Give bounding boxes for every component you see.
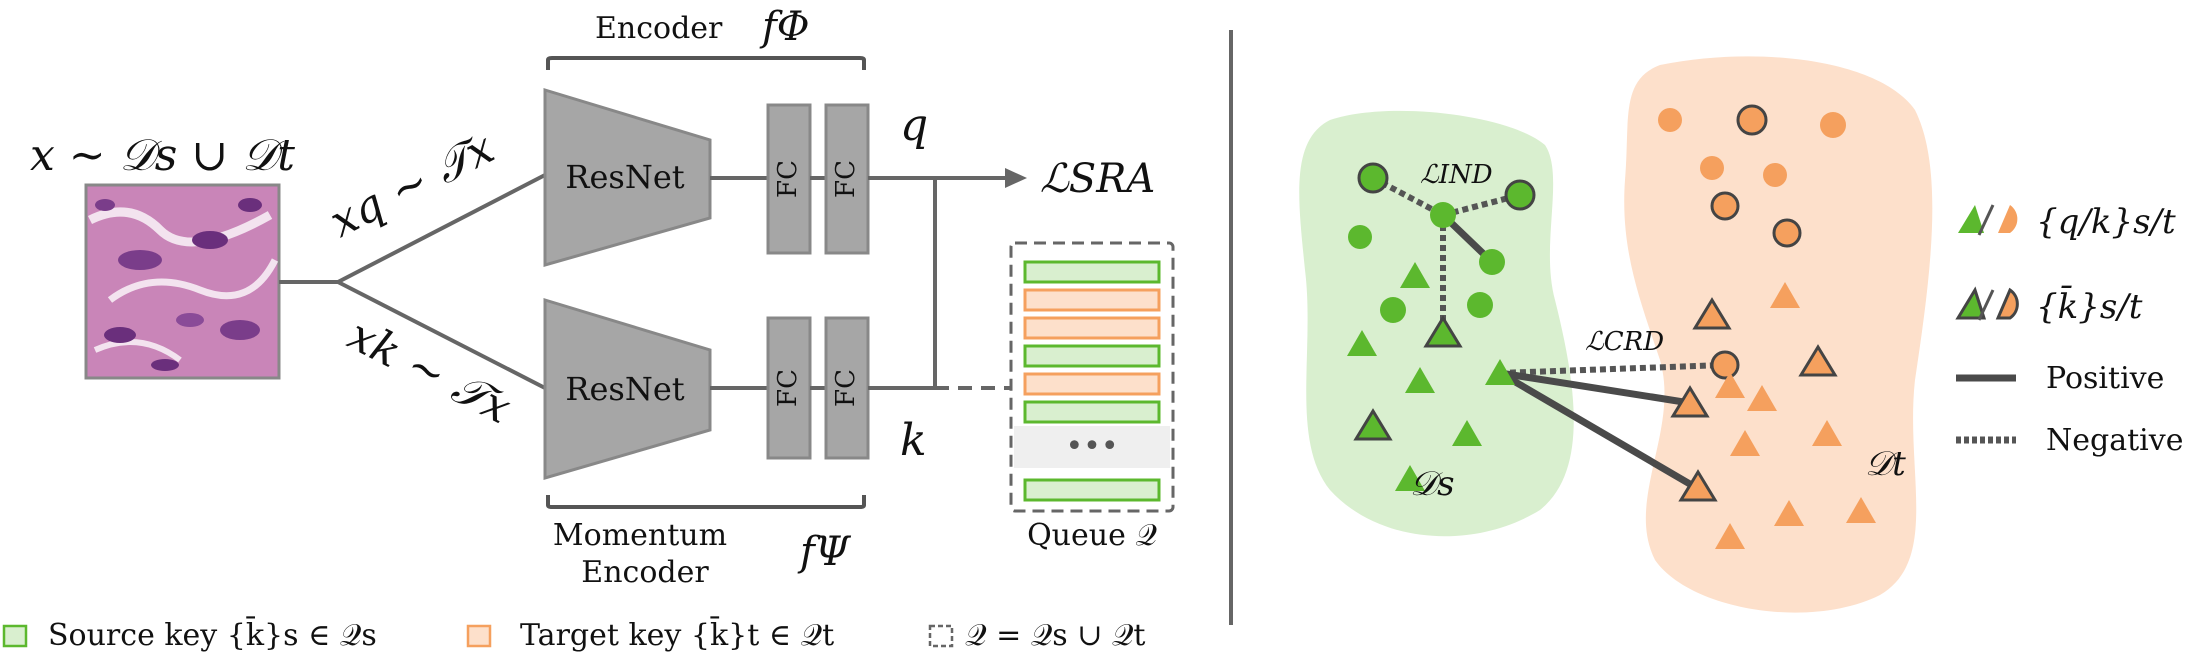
queue-slots: ••• <box>1014 260 1170 502</box>
target-domain-region <box>1624 56 1933 613</box>
momentum-fc-2-label: FC <box>831 369 861 407</box>
momentum-symbol: fΨ <box>797 529 852 575</box>
legend-target-key: Target key {k̄}t ∈ 𝒬t <box>466 615 834 653</box>
target-domain-label: 𝒟t <box>1865 444 1906 484</box>
legend-query-keys: {q/k}s/t <box>1958 202 2176 242</box>
key-output-label: k <box>900 415 927 466</box>
queue-ellipsis-bg <box>1014 426 1170 468</box>
momentum-title-line2: Encoder <box>581 555 709 590</box>
legend-source-key-label: Source key {k̄}s ∈ 𝒬s <box>48 615 377 653</box>
queue-target-key-slot <box>1023 372 1161 396</box>
encoder-brace <box>546 56 866 70</box>
legend-negative-label: Negative <box>2046 423 2183 458</box>
loss-crd-label: ℒCRD <box>1585 327 1664 357</box>
momentum-fc-2: FC <box>824 316 870 460</box>
momentum-fc-1: FC <box>766 316 812 460</box>
encoder-symbol: fΦ <box>759 4 810 50</box>
output-connectors <box>868 176 1010 390</box>
legend-bank-keys-label: {k̄}s/t <box>2036 285 2143 327</box>
histology-image <box>84 183 281 380</box>
legend-positive-label: Positive <box>2046 361 2164 396</box>
legend-queue-union: 𝒬 = 𝒬s ∪ 𝒬t <box>928 618 1146 653</box>
loss-sra-label: ℒSRA <box>1040 156 1155 202</box>
momentum-resnet: ResNet <box>543 297 712 480</box>
legend-query-keys-label: {q/k}s/t <box>2036 202 2176 242</box>
legend-positive: Positive <box>1956 361 2164 396</box>
encoder-fc-1-label: FC <box>773 160 803 198</box>
encoder-fc-1: FC <box>766 103 812 255</box>
encoder-title: Encoder <box>595 11 723 46</box>
augmentation-branches <box>279 173 546 390</box>
momentum-resnet-label: ResNet <box>565 370 684 408</box>
legend-bank-keys: {k̄}s/t <box>1955 285 2143 327</box>
loss-arrow-head <box>1005 168 1027 188</box>
encoder-fc-2: FC <box>824 103 870 255</box>
queue-label: Queue 𝒬 <box>1027 518 1157 553</box>
input-label: x ~ 𝒟s ∪ 𝒟t <box>30 130 295 181</box>
queue-ellipsis: ••• <box>1065 429 1118 464</box>
source-points <box>1347 162 1536 491</box>
legend-queue-union-label: 𝒬 = 𝒬s ∪ 𝒬t <box>965 618 1146 653</box>
queue-source-key-slot <box>1023 400 1161 424</box>
source-domain-label: 𝒟s <box>1410 464 1455 504</box>
legend-target-key-label: Target key {k̄}t ∈ 𝒬t <box>520 615 834 653</box>
legend-source-key: Source key {k̄}s ∈ 𝒬s <box>2 615 377 653</box>
queue-source-key-slot <box>1023 344 1161 368</box>
target-points <box>1658 104 1876 549</box>
queue-source-key-slot <box>1023 260 1161 284</box>
queue-target-key-slot <box>1023 316 1161 340</box>
query-branch-label: xq ~ 𝒯x <box>322 122 502 248</box>
legend-negative: Negative <box>1956 423 2183 458</box>
queue-target-key-slot <box>1023 288 1161 312</box>
encoder-fc-2-label: FC <box>831 160 861 198</box>
momentum-fc-1-label: FC <box>773 369 803 407</box>
momentum-title-line1: Momentum <box>553 518 727 553</box>
momentum-brace <box>546 495 866 509</box>
loss-ind-label: ℒIND <box>1420 160 1493 190</box>
encoder-resnet-label: ResNet <box>565 158 684 196</box>
encoder-resnet: ResNet <box>543 87 712 267</box>
queue-source-key-slot <box>1023 478 1161 502</box>
queue: ••• Queue 𝒬 <box>1009 241 1175 553</box>
query-output-label: q <box>900 100 928 151</box>
